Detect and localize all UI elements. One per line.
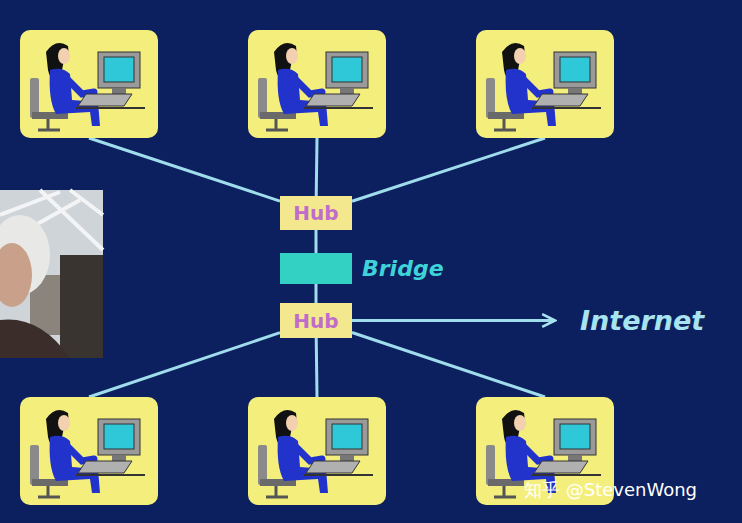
workstation-box — [20, 30, 158, 138]
node-label: Internet — [580, 305, 704, 336]
internet-node: Internet — [555, 300, 725, 341]
network-cable — [89, 138, 280, 201]
node-label: Hub — [293, 201, 338, 225]
watermark: 知乎 @StevenWong — [524, 478, 697, 502]
workstation-box — [248, 397, 386, 505]
dark-background — [60, 255, 103, 358]
network-cable — [315, 230, 318, 253]
webcam-photo — [0, 190, 103, 358]
network-cable — [315, 338, 319, 397]
person-face — [0, 243, 32, 307]
hub-box: Hub — [280, 196, 352, 230]
network-cable — [315, 284, 318, 303]
network-cable — [89, 333, 280, 397]
workstation-box — [20, 397, 158, 505]
connection-arrow — [352, 319, 555, 322]
network-cable — [352, 138, 545, 201]
network-cable — [315, 138, 319, 196]
node-label: Hub — [293, 309, 338, 333]
network-cable — [352, 333, 545, 397]
workstation-box — [248, 30, 386, 138]
node-label: Bridge — [362, 253, 444, 284]
hub-box: Hub — [280, 303, 352, 338]
person-shirt — [0, 319, 70, 358]
workstation-box — [476, 30, 614, 138]
bridge-box: Bridge — [280, 253, 352, 284]
